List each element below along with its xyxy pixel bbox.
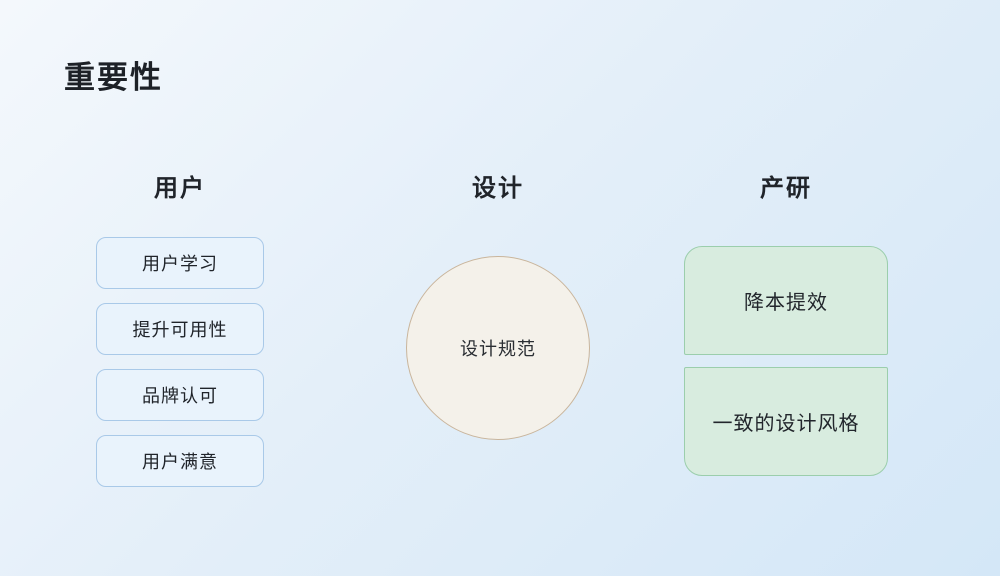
slide-title: 重要性 (64, 60, 163, 95)
design-spec-label: 设计规范 (460, 339, 536, 359)
design-spec-circle: 设计规范 (406, 256, 590, 440)
product-benefit-box: 降本提效 (684, 246, 888, 355)
column-header-product: 产研 (760, 175, 812, 202)
user-benefit-box: 提升可用性 (96, 303, 264, 355)
user-benefit-box: 用户满意 (96, 435, 264, 487)
column-header-user: 用户 (154, 175, 206, 202)
user-benefit-box: 用户学习 (96, 237, 264, 289)
product-benefits-group: 降本提效 一致的设计风格 (684, 246, 888, 476)
user-benefit-box: 品牌认可 (96, 369, 264, 421)
user-benefits-group: 用户学习 提升可用性 品牌认可 用户满意 (96, 237, 264, 487)
product-benefit-box: 一致的设计风格 (684, 367, 888, 476)
column-header-design: 设计 (472, 175, 524, 202)
